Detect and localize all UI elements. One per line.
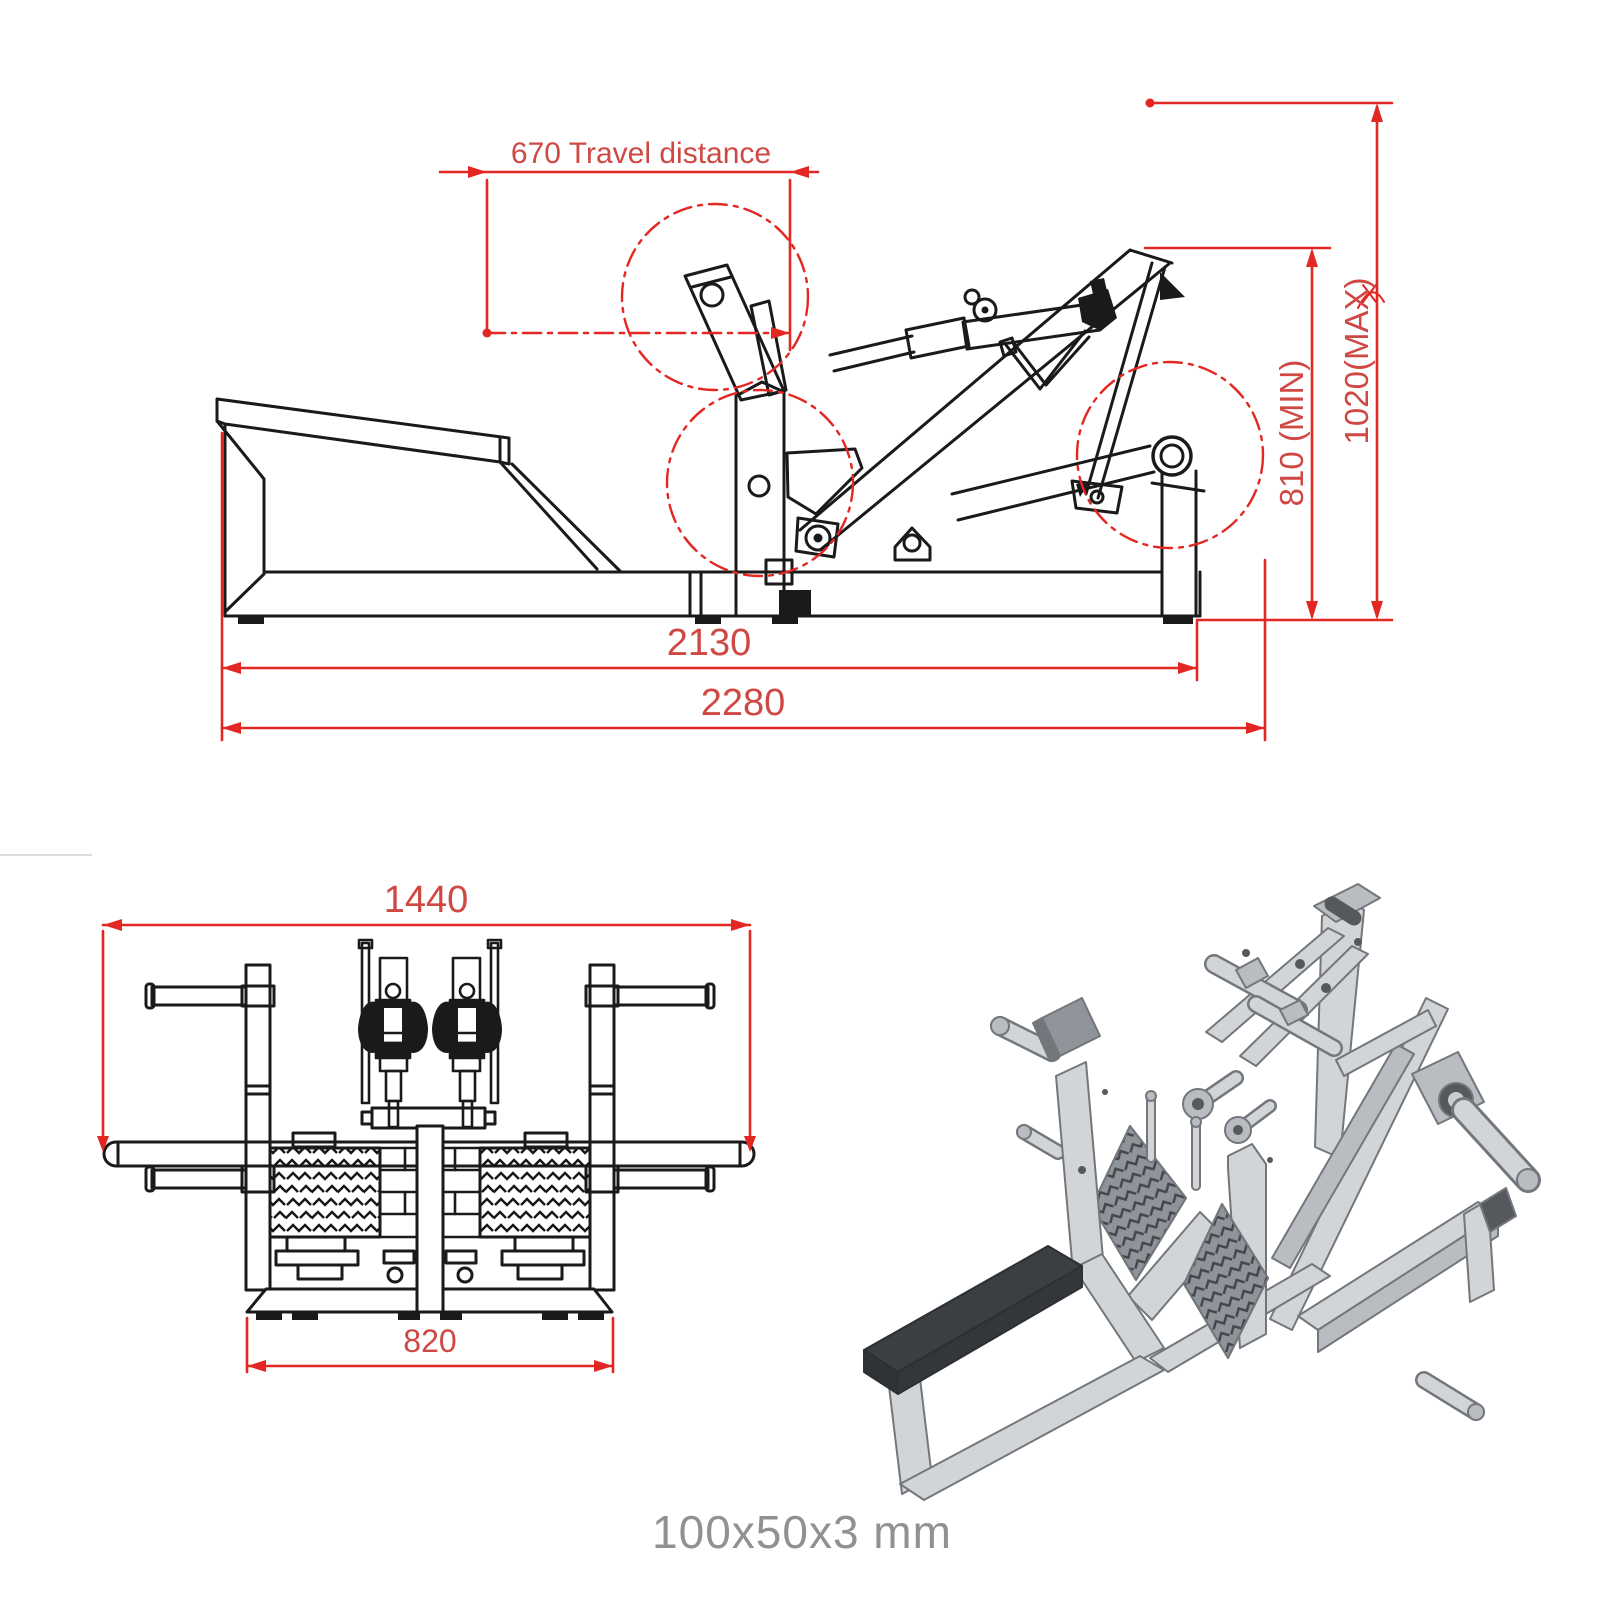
center-post [734, 380, 811, 618]
iso-view [863, 883, 1541, 1501]
dim-base-width: 820 [245, 1316, 615, 1374]
side-view-machine [215, 248, 1206, 624]
side-view: 670 Travel distance 810 (MIN) [215, 98, 1394, 742]
dim-width-overall: 1440 [97, 879, 756, 1152]
bench-pad [863, 1245, 1083, 1373]
dim-label: 2280 [701, 682, 786, 724]
dim-label: 810 (MIN) [1273, 360, 1310, 507]
front-view-machine [102, 938, 756, 1320]
pivot-travel-circles [620, 202, 1265, 578]
dim-label: 1440 [384, 879, 469, 921]
top-linkage [828, 278, 1117, 391]
dim-label: 2130 [667, 622, 752, 664]
handle-bars [144, 982, 716, 1193]
iso-frame [1149, 997, 1517, 1373]
front-view: 1440 820 [97, 879, 756, 1374]
dim-label: 670 Travel distance [511, 137, 771, 170]
iso-bench [863, 997, 1273, 1501]
seat-bracket [785, 447, 864, 516]
dim-travel-distance: 670 Travel distance [438, 137, 820, 352]
side-view-dimensions: 670 Travel distance 810 (MIN) [220, 98, 1394, 742]
iso-handles [990, 1016, 1541, 1421]
lever-arm [683, 263, 864, 516]
dim-height-min: 810 (MIN) [1143, 246, 1332, 620]
iso-foot-plates [1091, 1090, 1269, 1359]
bench-side [215, 397, 1202, 624]
side-posts [240, 963, 620, 1292]
dim-length-inner: 2130 [220, 620, 1199, 682]
central-post [415, 1124, 445, 1314]
rear-roller [1150, 435, 1206, 618]
iso-lever-arms [1182, 927, 1369, 1144]
dim-label: 1020(MAX) [1338, 278, 1375, 445]
rear-truss [794, 248, 1185, 562]
dim-label: 820 [403, 1323, 456, 1359]
dim-height-max: 1020(MAX) [1145, 98, 1394, 622]
dim-length-overall: 2280 [220, 431, 1267, 742]
base-frame-front [245, 1124, 614, 1320]
front-view-dimensions: 1440 820 [97, 879, 756, 1374]
tube-spec-caption: 100x50x3 mm [652, 1506, 952, 1558]
center-columns [357, 938, 503, 1129]
